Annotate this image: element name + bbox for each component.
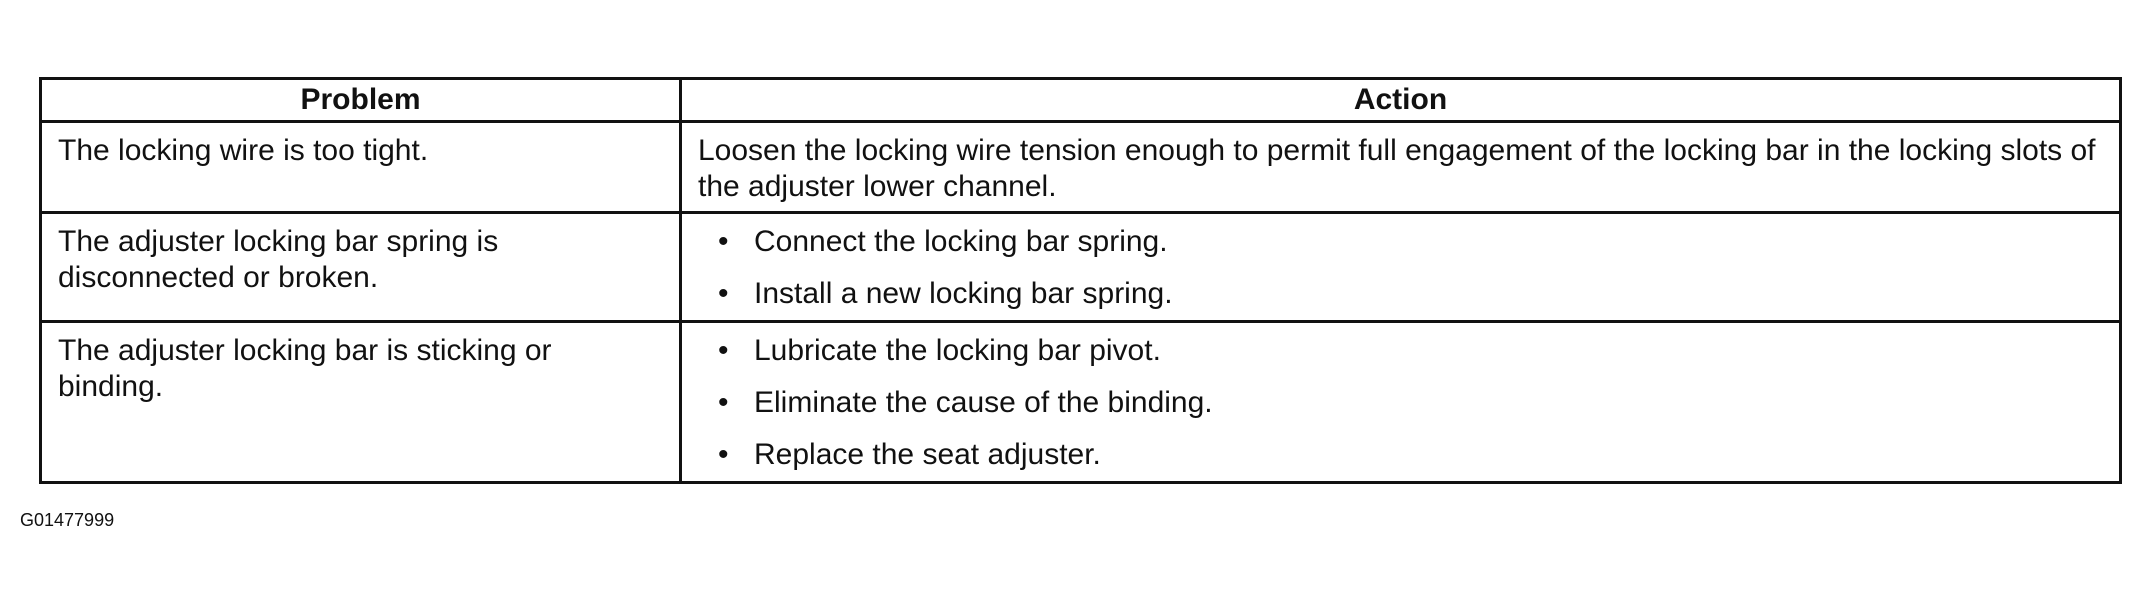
action-list-item: Install a new locking bar spring.	[718, 276, 2103, 312]
action-cell: Connect the locking bar spring. Install …	[679, 211, 2122, 323]
problem-cell: The adjuster locking bar spring is disco…	[39, 211, 682, 323]
action-list-item: Connect the locking bar spring.	[718, 224, 2103, 260]
action-list: Connect the locking bar spring. Install …	[698, 224, 2103, 312]
figure-id-label: G01477999	[20, 510, 115, 530]
problem-cell: The locking wire is too tight.	[39, 120, 682, 214]
troubleshooting-table: Problem Action The locking wire is too t…	[39, 77, 2122, 484]
action-list-item: Eliminate the cause of the binding.	[718, 385, 2103, 421]
action-list-item: Lubricate the locking bar pivot.	[718, 333, 2103, 369]
table-row: The adjuster locking bar spring is disco…	[39, 211, 2122, 323]
table-row: The adjuster locking bar is sticking or …	[39, 320, 2122, 484]
column-header-problem: Problem	[39, 77, 682, 123]
action-cell: Lubricate the locking bar pivot. Elimina…	[679, 320, 2122, 484]
column-header-action: Action	[679, 77, 2122, 123]
problem-cell: The adjuster locking bar is sticking or …	[39, 320, 682, 484]
action-cell: Loosen the locking wire tension enough t…	[679, 120, 2122, 214]
action-list: Lubricate the locking bar pivot. Elimina…	[698, 333, 2103, 473]
action-list-item: Replace the seat adjuster.	[718, 437, 2103, 473]
table-row: The locking wire is too tight. Loosen th…	[39, 120, 2122, 214]
table-header-row: Problem Action	[39, 77, 2122, 123]
